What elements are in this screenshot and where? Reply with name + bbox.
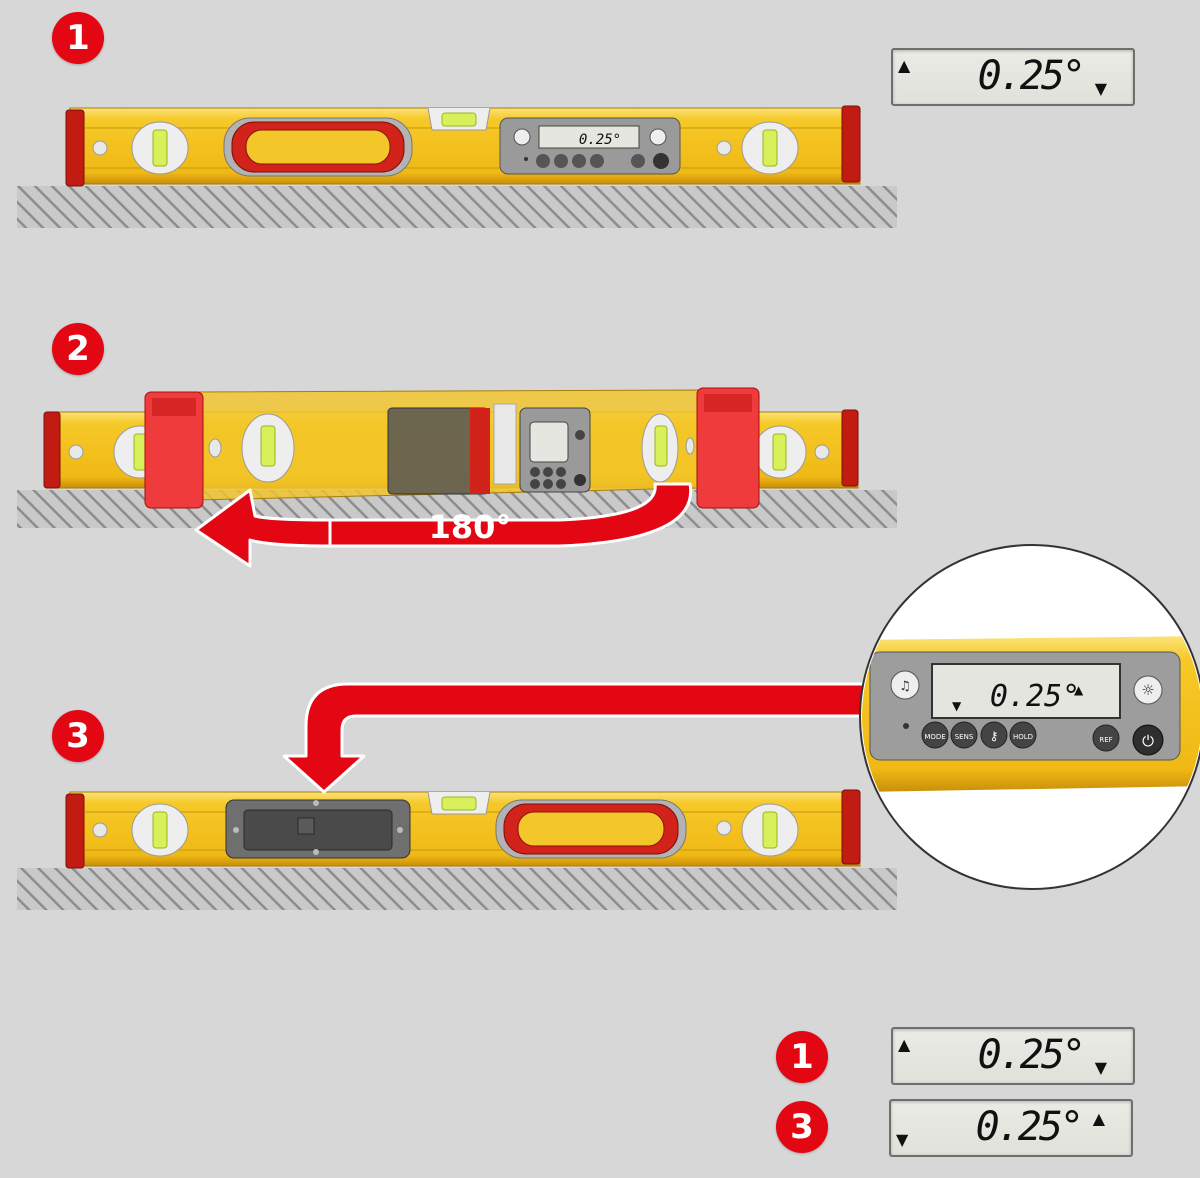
pointer-arrow [282, 682, 874, 794]
sens-button-label: SENS [955, 733, 974, 741]
angle-value: 0.25° [975, 1104, 1084, 1150]
zoom-display-value: 0.25° [990, 679, 1080, 714]
rotation-label: 180° [429, 508, 512, 546]
arrow-up-indicator: ▲ [1092, 1109, 1105, 1128]
rotation-arrow [194, 482, 693, 568]
spirit-level-2 [43, 387, 859, 509]
zoom-arrow-down: ▼ [952, 699, 962, 713]
result-step-3-badge: 3 [776, 1101, 828, 1153]
result-step-1-badge: 1 [776, 1031, 828, 1083]
step-3-badge: 3 [52, 710, 104, 762]
spirit-level-3 [65, 789, 861, 869]
hold-button-label: HOLD [1013, 733, 1033, 741]
level-1-display-value: 0.25° [579, 132, 621, 148]
lcd-readout-result-3: ▼ 0.25° ▲ [889, 1099, 1133, 1157]
ground-surface-1 [17, 186, 897, 228]
backlight-icon: ☼ [1141, 681, 1154, 699]
arrow-down-indicator: ▼ [1094, 79, 1107, 98]
spirit-level-1 [65, 105, 861, 187]
step-1-badge: 1 [52, 12, 104, 64]
ground-surface-3 [17, 868, 897, 910]
ref-button-label: REF [1099, 736, 1112, 744]
angle-value: 0.25° [977, 53, 1086, 99]
power-icon: ⏻ [1142, 732, 1154, 750]
zoom-arrow-up: ▲ [1074, 683, 1084, 697]
arrow-up-indicator: ▲ [898, 1035, 911, 1054]
lcd-readout-top: ▲ 0.25° ▼ [891, 48, 1135, 106]
step-2-badge: 2 [52, 323, 104, 375]
speaker-icon: ♫ [899, 679, 911, 694]
angle-value: 0.25° [977, 1032, 1086, 1078]
lcd-readout-result-1: ▲ 0.25° ▼ [891, 1027, 1135, 1085]
arrow-up-indicator: ▲ [898, 56, 911, 75]
key-icon: ⚷ [990, 729, 999, 743]
arrow-down-indicator: ▼ [1094, 1058, 1107, 1077]
mode-button-label: MODE [924, 733, 945, 741]
arrow-down-indicator: ▼ [896, 1130, 909, 1149]
zoom-inset [859, 544, 1200, 890]
